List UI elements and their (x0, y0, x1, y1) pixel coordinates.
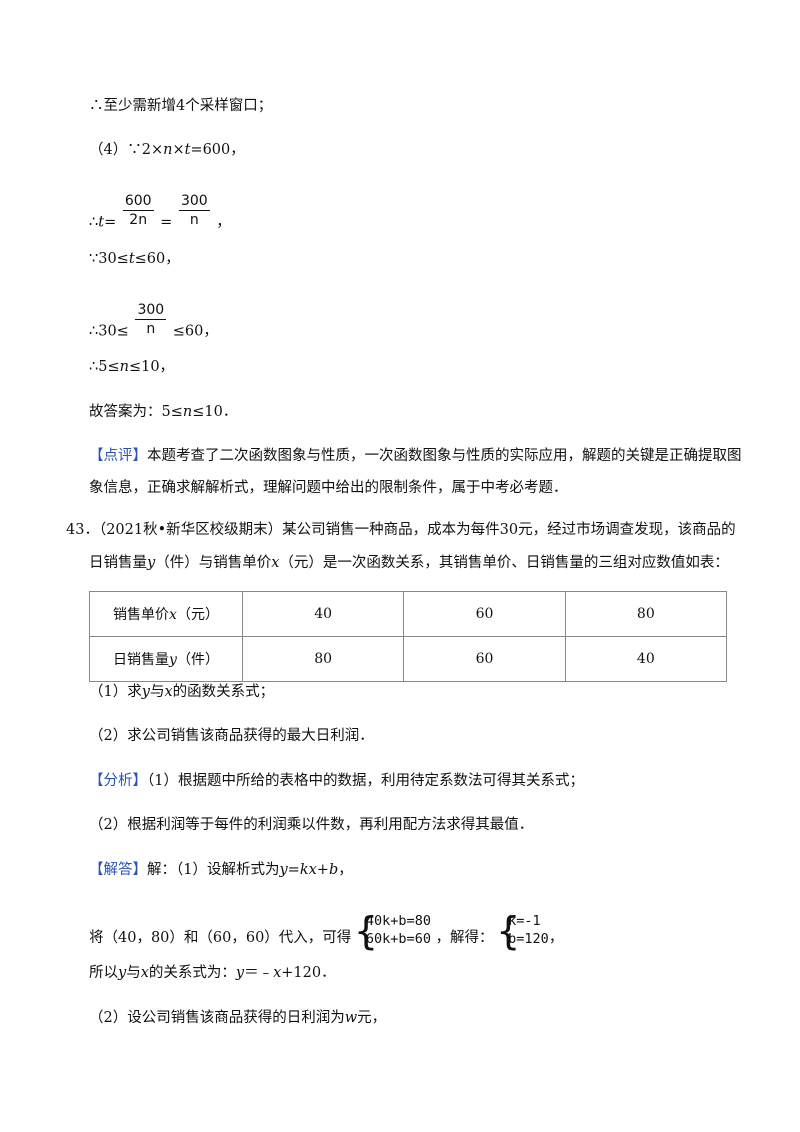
answer-line: 故答案为：5≤n≤10． (89, 404, 238, 420)
text-line: ∴至少需新增4个采样窗口； (89, 98, 273, 114)
solution-tag: 【解答】 (89, 862, 147, 878)
equation-solution: { k=-1 b=120 (496, 909, 549, 953)
table-cell: 60 (403, 591, 566, 637)
comment-line: 象信息，正确求解解析式，理解问题中给出的限制条件，属于中考必考题． (89, 480, 568, 496)
analysis-tag: 【分析】 (89, 773, 147, 789)
question-title: 43．（2021秋•新华区校级期末）某公司销售一种商品，成本为每件30元，经过市… (66, 522, 736, 538)
table-cell: 40 (241, 591, 405, 637)
table-cell: 60 (403, 636, 566, 682)
equation-system: { 40k+b=80 60k+b=60 (353, 909, 431, 953)
comment-line: 【点评】本题考查了二次函数图象与性质，一次函数图象与性质的实际应用，解题的关键是… (89, 448, 742, 464)
table-cell: 80 (241, 636, 405, 682)
table-cell: 销售单价x（元） (89, 591, 243, 637)
table-cell: 40 (564, 636, 728, 682)
brace-icon: { (353, 909, 379, 953)
question-text: 日销售量y（件）与销售单价x（元）是一次函数关系，其销售单价、日销售量的三组对应… (89, 555, 729, 571)
price-sales-table: 销售单价x（元） 40 60 80 日销售量y（件） 80 60 40 (89, 591, 728, 682)
analysis-line: （2）根据利润等于每件的利润乘以件数，再利用配方法求得其最值． (89, 817, 534, 833)
equation-system-line: 将（40，80）和（60，60）代入，可得 { 40k+b=80 60k+b=6… (89, 909, 564, 953)
table-cell: 日销售量y（件） (89, 636, 243, 682)
solution-line: 【解答】解：（1）设解析式为y=kx+b， (89, 862, 353, 878)
table-row: 日销售量y（件） 80 60 40 (89, 636, 728, 682)
table-row: 销售单价x（元） 40 60 80 (89, 591, 728, 637)
profit-line: （2）设公司销售该商品获得的日利润为w元， (89, 1010, 387, 1026)
analysis-line: 【分析】（1）根据题中所给的表格中的数据，利用待定系数法可得其关系式； (89, 773, 584, 789)
comment-tag: 【点评】 (89, 448, 147, 464)
text-line: ∴5≤n≤10， (89, 359, 175, 375)
text-line: ∵30≤t≤60， (89, 251, 180, 267)
subquestion-1: （1）求y与x的函数关系式； (89, 684, 275, 700)
subquestion-2: （2）求公司销售该商品获得的最大日利润． (89, 728, 374, 744)
table-cell: 80 (564, 591, 728, 637)
text-line: （4）∵2×n×t=600， (89, 142, 245, 158)
brace-icon: { (496, 909, 521, 953)
relation-line: 所以y与x的关系式为：y＝﹣x+120． (89, 965, 336, 981)
